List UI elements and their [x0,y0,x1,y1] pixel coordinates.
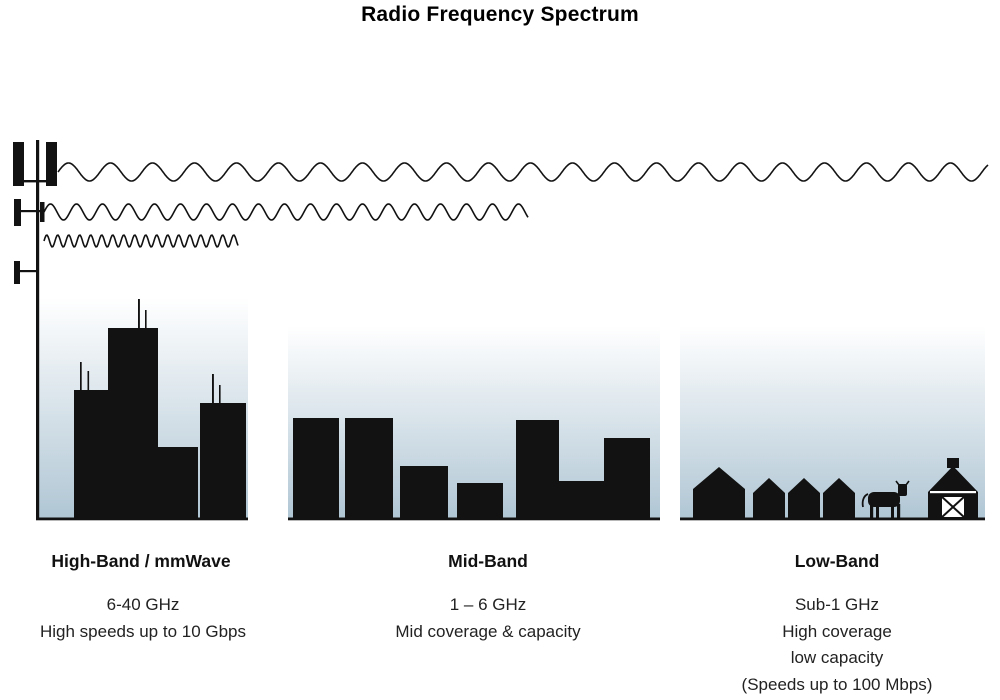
band-label-low-band: Low-Band [794,551,880,571]
band-detail-line: 1 – 6 GHz [449,595,527,614]
band-detail-line: High speeds up to 10 Gbps [39,621,247,641]
house-icon [823,478,855,518]
band-details-low-band: Sub-1 GHz High coverage low capacity (Sp… [742,592,933,698]
band-detail-line: Mid coverage & capacity [395,621,581,641]
band-label-high-band: High-Band / mmWave [51,551,231,571]
band-detail-line: 6-40 GHz [106,595,180,614]
band-detail-line: (Speeds up to 100 Mbps) [741,674,933,694]
house-icon [788,478,820,518]
band-label-mid-band: Mid-Band [448,551,528,571]
band-detail-line: low capacity [790,648,884,667]
band-detail-line: Sub-1 GHz [794,595,880,614]
house-icon [753,478,785,518]
cell-tower-icon [13,140,57,520]
band-detail-line: High coverage [782,621,892,641]
high-band-wave [43,234,239,248]
house-icon [693,467,745,518]
mid-band-buildings [288,418,660,521]
diagram-title: Radio Frequency Spectrum [361,3,639,26]
high-band-skyline [36,299,248,521]
band-details-mid-band: 1 – 6 GHz Mid coverage & capacity [395,592,580,645]
band-details-high-band: 6-40 GHz High speeds up to 10 Gbps [40,592,246,645]
cow-icon [861,480,910,518]
low-band-wave [57,162,989,182]
mid-band-wave [43,203,529,221]
barn-icon [928,458,978,519]
low-band-scene [680,458,985,521]
